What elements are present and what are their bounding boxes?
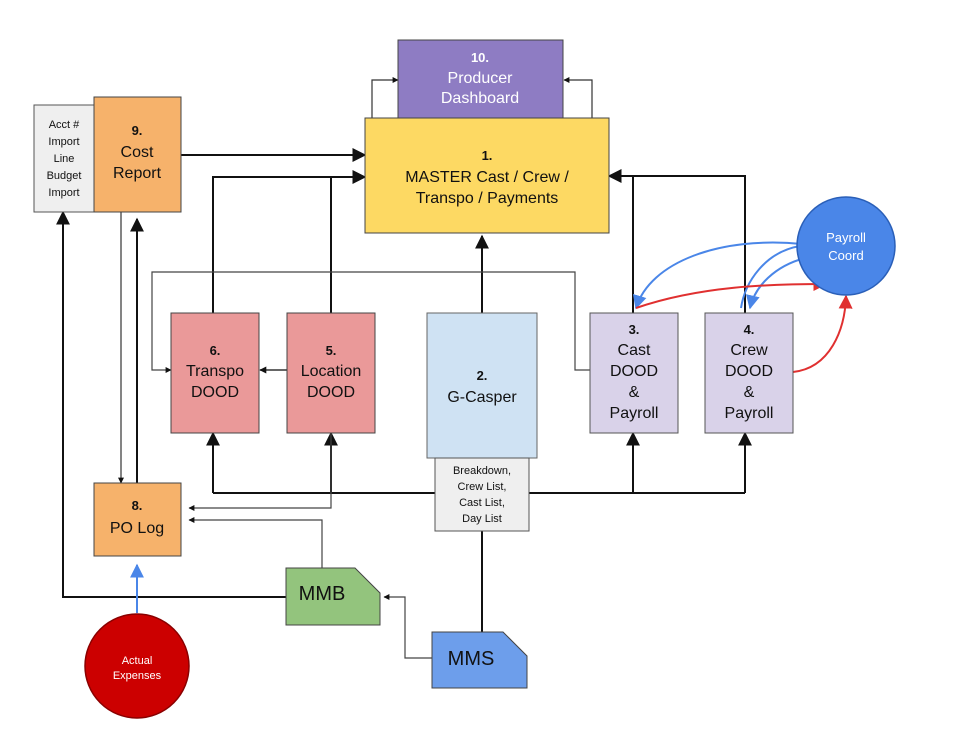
breakdown-line4: Day List (462, 513, 502, 525)
node-master: 1. MASTER Cast / Crew / Transpo / Paymen… (364, 117, 610, 234)
location-number: 5. (326, 343, 337, 358)
node-actual-expenses: Actual Expenses (84, 613, 190, 719)
acct-line4: Budget (47, 170, 82, 182)
dashboard-line2: Dashboard (441, 90, 519, 107)
mms-label: MMS (448, 648, 495, 670)
arrow-payroll-to-crew-a (745, 257, 806, 310)
arrow-cast-to-payroll (635, 277, 828, 309)
arrow-crew-to-master (607, 169, 746, 313)
cost-line1: Cost (121, 144, 154, 161)
acct-line2: Import (48, 136, 79, 148)
node-acct-import: Acct # Import Line Budget Import (33, 104, 95, 213)
arrow-transpo-to-master (212, 170, 367, 313)
arrow-mmb-to-acct (56, 210, 286, 598)
acct-line1: Acct # (49, 119, 80, 131)
polog-line1: PO Log (110, 520, 164, 537)
breakdown-line2: Crew List, (458, 481, 507, 493)
node-crew-dood: 4. Crew DOOD & Payroll (704, 312, 794, 434)
node-cost-report: 9. Cost Report (93, 96, 182, 213)
cast-line4: Payroll (610, 405, 659, 422)
master-line2: Transpo / Payments (416, 190, 559, 207)
node-breakdown: Breakdown, Crew List, Cast List, Day Lis… (434, 457, 530, 532)
node-payroll-coord: Payroll Coord (796, 196, 896, 296)
crew-line2: DOOD (725, 363, 773, 380)
transpo-number: 6. (210, 343, 221, 358)
dashboard-line1: Producer (448, 70, 514, 87)
cast-number: 3. (629, 322, 640, 337)
arrow-location-to-polog (188, 433, 332, 511)
crew-line1: Crew (730, 342, 768, 359)
payroll-line1: Payroll (826, 230, 866, 245)
acct-line5: Import (48, 187, 79, 199)
master-line1: MASTER Cast / Crew / (405, 169, 569, 186)
casper-number: 2. (477, 368, 488, 383)
node-mms: MMS (431, 631, 528, 689)
arrow-payroll-to-crew-b (740, 245, 801, 309)
cast-line1: Cast (618, 342, 651, 359)
node-location-dood: 5. Location DOOD (286, 312, 376, 434)
actual-line2: Expenses (113, 670, 162, 682)
location-line2: DOOD (307, 384, 355, 401)
cost-line2: Report (113, 165, 162, 182)
cast-line3: & (629, 384, 640, 401)
master-number: 1. (482, 148, 493, 163)
dashboard-number: 10. (471, 50, 489, 65)
breakdown-line3: Cast List, (459, 497, 505, 509)
crew-line4: Payroll (725, 405, 774, 422)
mmb-label: MMB (299, 583, 346, 605)
arrow-mmb-to-polog (188, 517, 323, 568)
arrow-master-to-dashboard-left (371, 77, 399, 118)
node-producer-dashboard: 10. Producer Dashboard (397, 39, 564, 119)
arrow-cast-to-transpo (151, 271, 590, 373)
location-line1: Location (301, 363, 362, 380)
breakdown-line1: Breakdown, (453, 465, 511, 477)
transpo-line2: DOOD (191, 384, 239, 401)
polog-number: 8. (132, 498, 143, 513)
cost-number: 9. (132, 123, 143, 138)
node-po-log: 8. PO Log (93, 482, 182, 557)
arrow-mms-to-mmb (383, 594, 432, 659)
actual-line1: Actual (122, 655, 153, 667)
connectors (56, 77, 853, 659)
node-mmb: MMB (285, 567, 381, 626)
payroll-line2: Coord (828, 248, 863, 263)
acct-line3: Line (54, 153, 75, 165)
node-transpo-dood: 6. Transpo DOOD (170, 312, 260, 434)
cast-line2: DOOD (610, 363, 658, 380)
crew-line3: & (744, 384, 755, 401)
casper-line1: G-Casper (447, 389, 517, 406)
crew-number: 4. (744, 322, 755, 337)
node-g-casper: 2. G-Casper (426, 312, 538, 459)
arrow-master-to-dashboard-right (563, 77, 593, 118)
arrow-crew-to-payroll (792, 294, 853, 373)
node-cast-dood: 3. Cast DOOD & Payroll (589, 312, 679, 434)
transpo-line1: Transpo (186, 363, 244, 380)
arrow-payroll-to-cast (632, 241, 803, 310)
